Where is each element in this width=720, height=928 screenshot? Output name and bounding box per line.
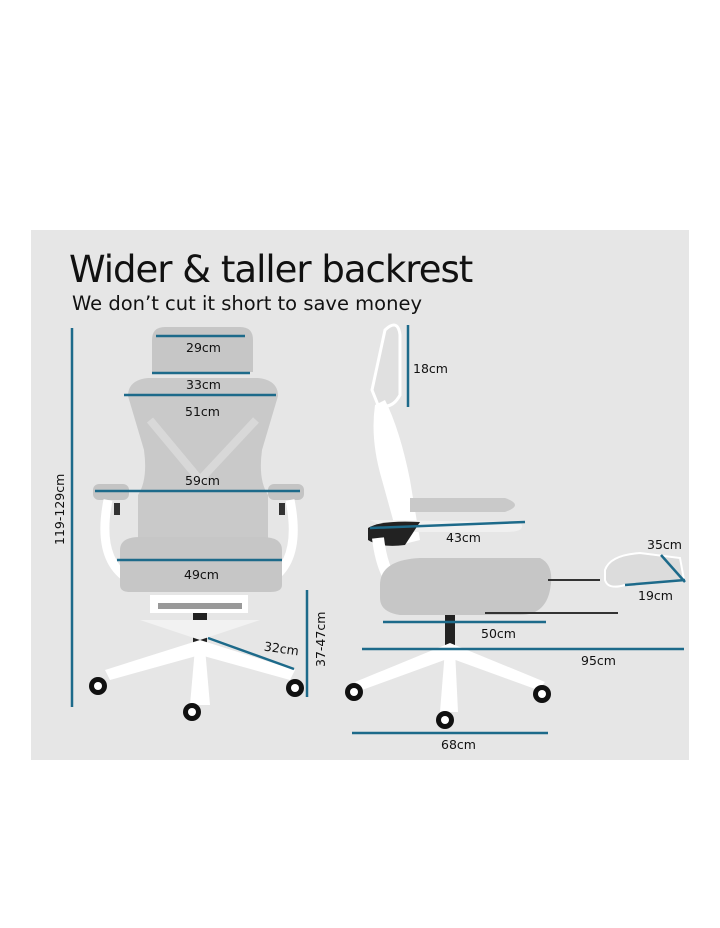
armrest-length-label: 43cm	[446, 530, 481, 545]
headrest-bottom-width-label: 33cm	[186, 377, 221, 392]
front-chair	[89, 327, 304, 721]
seat-height-label: 37-47cm	[313, 611, 328, 667]
overall-height-label: 119-129cm	[52, 473, 67, 545]
headrest-top-width-label: 29cm	[186, 340, 221, 355]
base-width-label: 68cm	[441, 737, 476, 752]
front-dimension-lines	[70, 328, 309, 707]
seat-width-label: 49cm	[184, 567, 219, 582]
page-subtitle: We don’t cut it short to save money	[72, 292, 422, 315]
footrest-length-label: 35cm	[647, 537, 682, 552]
headrest-height-label: 18cm	[413, 361, 448, 376]
armrest-span-label: 59cm	[185, 473, 220, 488]
footrest-width-label: 19cm	[638, 588, 673, 603]
page-title: Wider & taller backrest	[69, 248, 473, 291]
extended-depth-label: 95cm	[581, 653, 616, 668]
side-dimension-lines	[352, 325, 686, 735]
backrest-width-label: 51cm	[185, 404, 220, 419]
seat-depth-label: 50cm	[481, 626, 516, 641]
